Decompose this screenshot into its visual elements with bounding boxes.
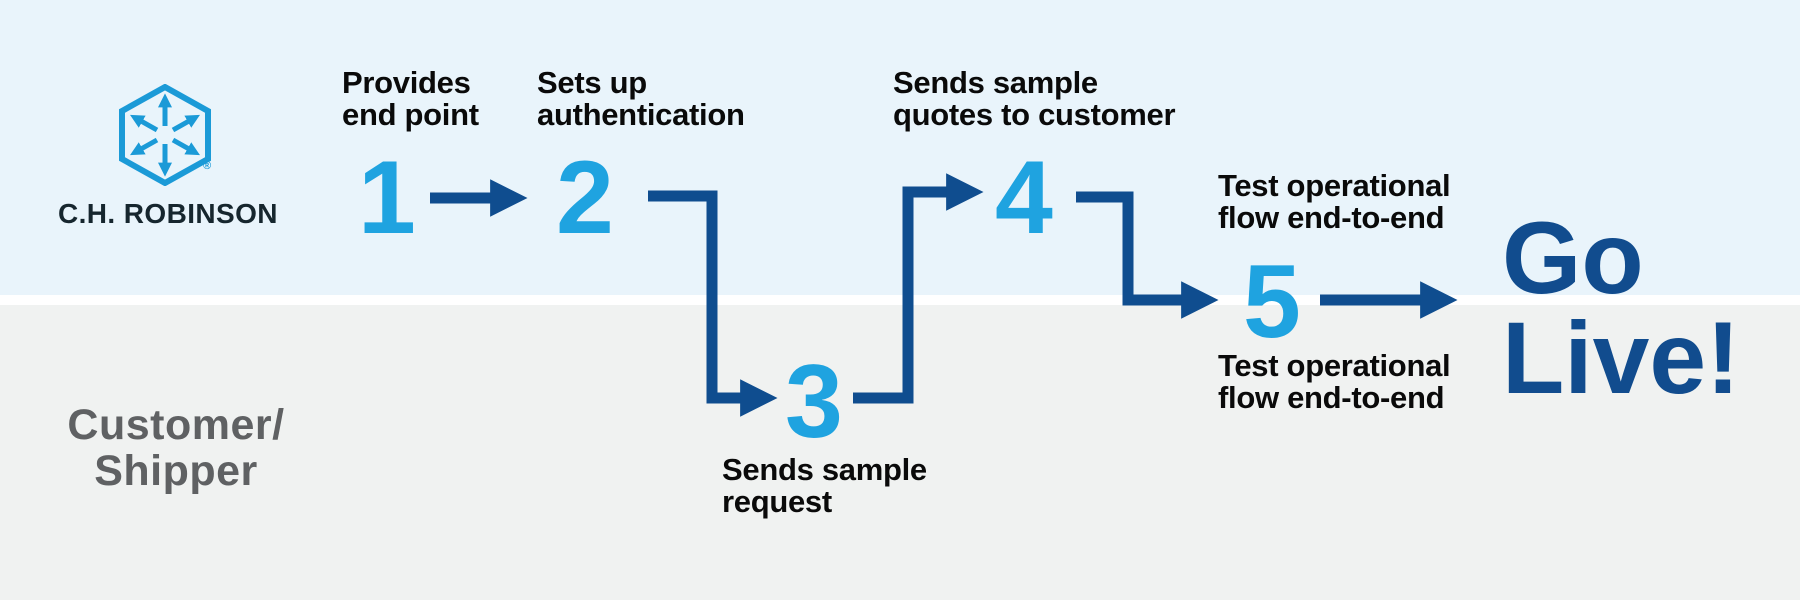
step2-label-line2: authentication [537,97,745,132]
step3-label-line1: Sends sample [722,452,927,487]
step4-label-line1: Sends sample [893,65,1098,100]
lane-chrobinson [0,0,1800,295]
go-live-text: Go Live! [1502,201,1741,415]
registered-trademark: ® [203,160,212,172]
lane-customer-label-line1: Customer/ [67,401,285,449]
step3-label: Sends sample request [722,454,927,518]
step1-label: Provides end point [342,67,479,131]
step4-label: Sends sample quotes to customer [893,65,1176,132]
arrow-step2-step3 [648,190,778,417]
step5-label-top-line1: Test operational [1218,168,1451,203]
lane-customer [0,305,1800,600]
step4-label-line2: quotes to customer [893,97,1176,132]
chr-logo-icon [119,84,211,186]
lane-divider [0,295,1800,305]
step1-number: 1 [358,140,416,256]
step1-label-line2: end point [342,97,479,132]
step5-label-bottom: Test operational flow end-to-end [1218,348,1451,415]
step5-number: 5 [1243,244,1301,360]
step3-label-line2: request [722,484,832,519]
step2-number: 2 [556,140,614,256]
go-live-line2: Live! [1502,301,1741,415]
step5-label-bottom-line1: Test operational [1218,348,1451,383]
step5-label-bottom-line2: flow end-to-end [1218,380,1445,415]
step4-number: 4 [995,140,1053,256]
arrow-step3-step4 [853,173,984,404]
arrow-step4-step5 [1076,191,1219,319]
step2-label: Sets up authentication [537,67,745,131]
lane-customer-label: Customer/ Shipper [28,402,324,494]
lane-customer-label-line2: Shipper [94,447,258,495]
go-live-line1: Go [1502,201,1644,315]
step5-label-top: Test operational flow end-to-end [1218,168,1451,235]
step1-label-line1: Provides [342,65,471,100]
step3-number: 3 [785,344,843,460]
step2-label-line1: Sets up [537,65,647,100]
step5-label-top-line2: flow end-to-end [1218,200,1445,235]
brand-wordmark: C.H. ROBINSON [58,198,278,229]
